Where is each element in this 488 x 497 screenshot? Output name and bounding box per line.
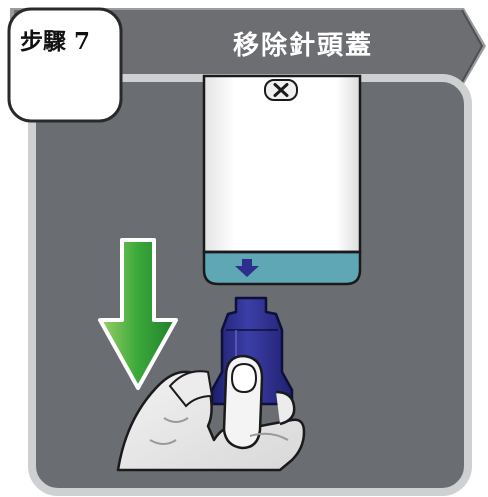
pen-body — [202, 74, 362, 286]
hand — [116, 354, 306, 472]
step-title: 移除針頭蓋 — [232, 31, 373, 61]
step-number-label: 步驟 7 — [20, 28, 91, 55]
header-banner — [10, 8, 486, 84]
step-badge — [7, 7, 123, 123]
large-green-down-arrow-icon — [98, 238, 178, 390]
down-arrow-icon — [235, 259, 259, 277]
close-icon — [264, 79, 298, 101]
